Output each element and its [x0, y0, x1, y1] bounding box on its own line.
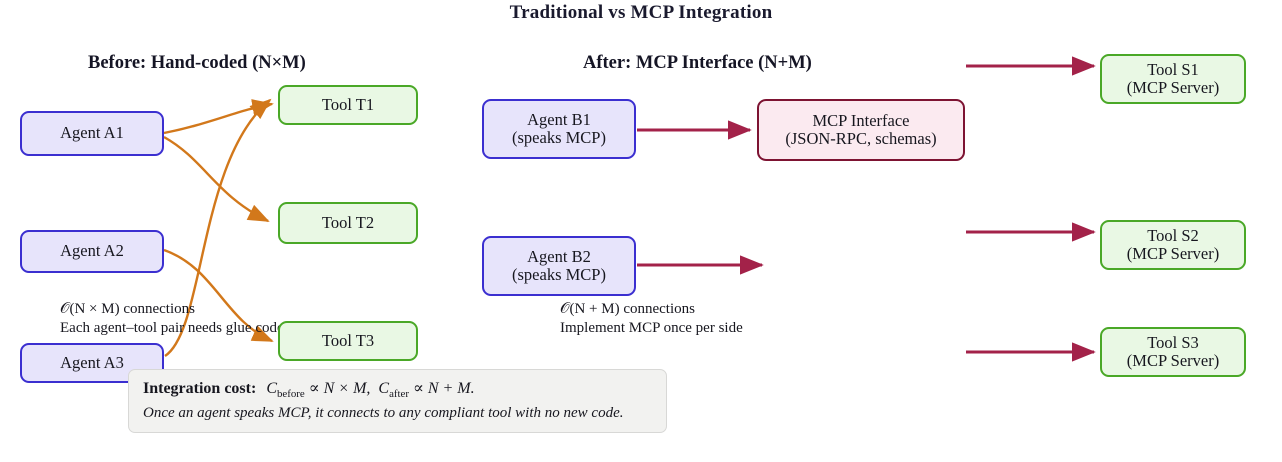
node-label: Agent A2	[60, 241, 124, 261]
node-label: Agent A1	[60, 123, 124, 143]
node-label: Tool T2	[321, 212, 375, 232]
node-tool-s3[interactable]: Tool S3 (MCP Server)	[1100, 327, 1246, 377]
node-tool-s2[interactable]: Tool S2 (MCP Server)	[1100, 220, 1246, 270]
before-note-line2: Each agent–tool pair needs glue code	[60, 319, 284, 336]
caption-line1: Integration cost:Cbefore ∝ N × M, Cafter…	[143, 378, 652, 400]
node-tool-t3[interactable]: Tool T3	[278, 321, 418, 361]
connector-a1-t2	[163, 135, 270, 223]
node-label: Tool T1	[321, 94, 375, 114]
node-agent-a2[interactable]: Agent A2	[20, 230, 164, 273]
node-label-line1: Tool S1	[1147, 59, 1199, 79]
node-label-line2: (JSON-RPC, schemas)	[785, 129, 937, 148]
node-agent-a1[interactable]: Agent A1	[20, 111, 164, 156]
caption-box: Integration cost:Cbefore ∝ N × M, Cafter…	[128, 369, 667, 434]
panel-heading-before: Before: Hand-coded (N×M)	[88, 53, 306, 73]
before-note: 𝒪(N × M) connections Each agent–tool pai…	[60, 300, 284, 338]
node-label-line2: (MCP Server)	[1126, 78, 1220, 97]
node-label-line1: Tool S3	[1147, 332, 1199, 352]
caption-formula-before-rest: ∝ N × M,	[304, 380, 371, 397]
before-note-line1: 𝒪(N × M) connections	[60, 301, 195, 317]
caption-formula-after-c: C	[378, 380, 390, 397]
caption-formula-after-rest: ∝ N + M.	[408, 380, 475, 397]
caption-formula-before-sub: before	[276, 388, 305, 401]
node-label: Tool T3	[321, 330, 375, 350]
node-agent-b1[interactable]: Agent B1 (speaks MCP)	[482, 99, 636, 159]
caption-line2: Once an agent speaks MCP, it connects to…	[143, 405, 624, 422]
after-note: 𝒪(N + M) connections Implement MCP once …	[560, 300, 743, 338]
caption-lead: Integration cost:	[143, 380, 257, 397]
node-tool-t2[interactable]: Tool T2	[278, 202, 418, 244]
node-tool-t1[interactable]: Tool T1	[278, 85, 418, 125]
node-label-line2: (MCP Server)	[1126, 244, 1220, 263]
node-label-line2: (speaks MCP)	[512, 128, 606, 147]
node-mcp-interface[interactable]: MCP Interface (JSON-RPC, schemas)	[757, 99, 965, 161]
node-label-line2: (speaks MCP)	[512, 265, 606, 284]
caption-formula-before-c: C	[266, 380, 277, 397]
node-label-line1: Agent B1	[527, 109, 591, 129]
node-tool-s1[interactable]: Tool S1 (MCP Server)	[1100, 54, 1246, 104]
after-note-line1: 𝒪(N + M) connections	[560, 301, 695, 317]
diagram-title: Traditional vs MCP Integration	[509, 2, 773, 23]
connector-a1-t1	[163, 99, 274, 135]
node-label-line1: MCP Interface	[812, 110, 910, 130]
caption-formula: Cbefore ∝ N × M, Cafter ∝ N + M.	[256, 380, 475, 401]
node-label: Agent A3	[60, 352, 124, 372]
caption-formula-after-sub: after	[389, 388, 409, 401]
after-note-line2: Implement MCP once per side	[560, 319, 743, 336]
node-label-line2: (MCP Server)	[1126, 351, 1220, 370]
node-label-line1: Tool S2	[1147, 225, 1199, 245]
node-label-line1: Agent B2	[527, 246, 591, 266]
panel-heading-after: After: MCP Interface (N+M)	[583, 53, 812, 73]
node-agent-b2[interactable]: Agent B2 (speaks MCP)	[482, 236, 636, 296]
